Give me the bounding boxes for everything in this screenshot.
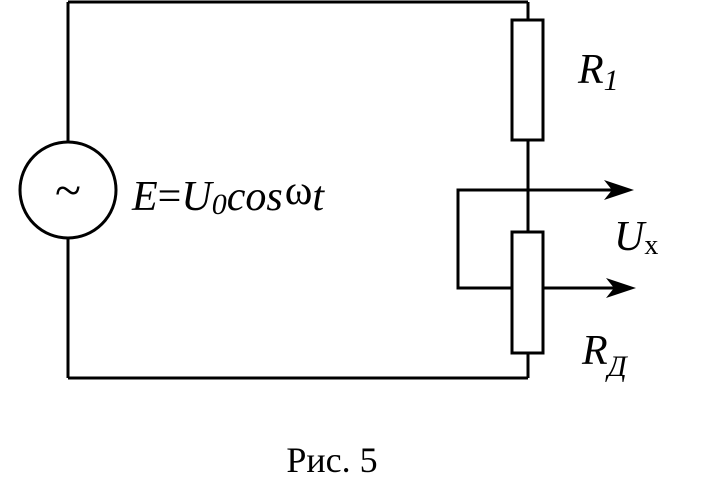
resistor-r1: R1 bbox=[510, 18, 619, 142]
eq-omega: ω bbox=[285, 168, 313, 214]
rd-sub: Д bbox=[605, 350, 629, 383]
output-taps bbox=[456, 180, 636, 298]
source-equation: E=U0cosωt bbox=[131, 168, 325, 221]
ux-letter: U bbox=[614, 214, 647, 260]
upper-output-arrow bbox=[604, 180, 634, 200]
rd-letter: R bbox=[581, 328, 608, 374]
eq-u: U bbox=[181, 174, 214, 220]
ux-sub: x bbox=[644, 230, 658, 261]
output-voltage-label: Ux bbox=[614, 214, 658, 261]
ac-source: ~ bbox=[18, 140, 118, 240]
resistor-r1-label: R1 bbox=[577, 47, 619, 97]
lower-output-arrow bbox=[606, 278, 636, 298]
ac-symbol: ~ bbox=[55, 164, 81, 217]
eq-cos: cos bbox=[227, 174, 283, 220]
eq-e: E bbox=[131, 174, 158, 220]
output-loop-wire bbox=[456, 188, 528, 290]
eq-sub-0: 0 bbox=[212, 188, 227, 221]
resistor-rd-body bbox=[510, 230, 545, 355]
r1-letter: R bbox=[577, 47, 604, 93]
resistor-rd: RД bbox=[510, 230, 629, 383]
eq-equals: = bbox=[158, 174, 182, 220]
figure-caption: Рис. 5 bbox=[286, 440, 377, 480]
resistor-r1-body bbox=[510, 18, 545, 142]
circuit-wires bbox=[66, 0, 530, 380]
ac-source-circle bbox=[18, 140, 118, 240]
eq-t: t bbox=[312, 174, 325, 220]
resistor-rd-label: RД bbox=[581, 328, 629, 383]
r1-sub: 1 bbox=[604, 64, 619, 97]
